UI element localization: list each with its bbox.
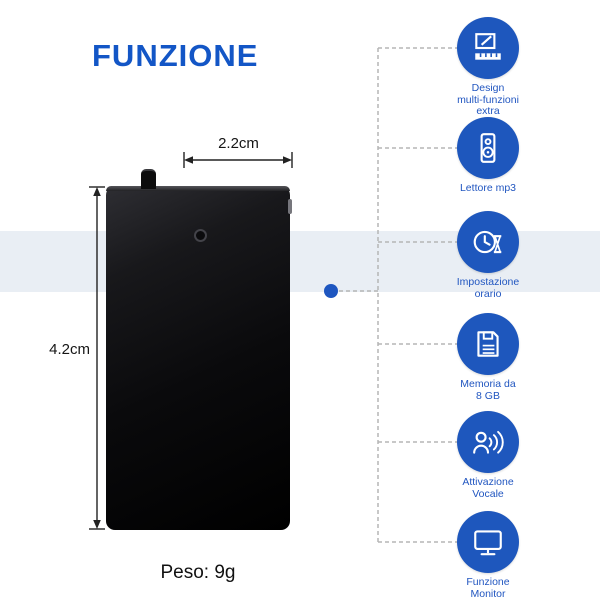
feature-label: Lettore mp3 [459, 182, 517, 194]
feature-item-time: Impostazione orario [431, 211, 545, 300]
feature-label: Memoria da 8 GB [460, 378, 516, 402]
feature-icon-circle [457, 211, 519, 273]
feature-icon-circle [457, 511, 519, 573]
weight-label: Peso: 9g [160, 562, 236, 583]
feature-item-mp3: Lettore mp3 [431, 117, 545, 195]
width-dimension-label: 2.2cm [218, 135, 259, 152]
feature-item-monitor: Funzione Monitor [431, 511, 545, 600]
feature-item-voice: Attivazione Vocale [431, 411, 545, 500]
feature-label: Attivazione Vocale [462, 476, 514, 500]
feature-item-memory: Memoria da 8 GB [431, 313, 545, 402]
feature-icon-circle [457, 313, 519, 375]
feature-icon-circle [457, 17, 519, 79]
feature-icon-circle [457, 411, 519, 473]
memory-icon [477, 331, 499, 357]
feature-label: Design multi-funzioni extra [457, 82, 519, 117]
time-setting-icon [473, 230, 502, 254]
feature-icon-circle [457, 117, 519, 179]
height-dimension-label: 4.2cm [49, 341, 90, 358]
device-side-button [288, 199, 292, 214]
device-image [106, 169, 292, 530]
device-mic-hole [194, 229, 207, 242]
voice-activation-icon [473, 430, 504, 454]
mp3-player-icon [480, 133, 496, 163]
feature-item-design: Design multi-funzioni extra [431, 17, 545, 118]
page-title: FUNZIONE [92, 38, 259, 73]
multi-function-design-icon [475, 33, 501, 60]
device-mic-knob [141, 169, 156, 189]
feature-label: Funzione Monitor [466, 576, 510, 600]
feature-label: Impostazione orario [456, 276, 520, 300]
width-dimension-arrow [183, 152, 293, 168]
monitor-icon [474, 530, 502, 556]
